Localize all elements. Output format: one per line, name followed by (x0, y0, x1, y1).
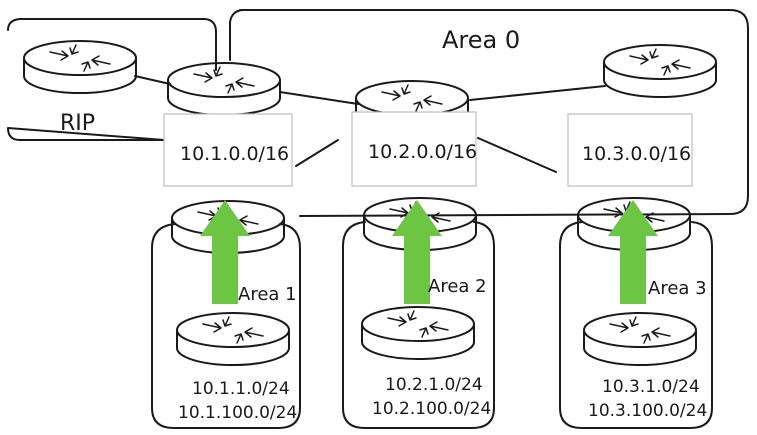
summarization-arrow-area3 (608, 200, 658, 304)
summary-2-text: 10.2.0.0/16 (368, 141, 477, 163)
area3-label: Area 3 (648, 278, 707, 299)
rip-label: RIP (60, 111, 95, 136)
summary-box-1 (163, 113, 293, 187)
area2-boundary (342, 221, 495, 429)
area0-boundary (229, 9, 749, 217)
link-summary2-to-summary3 (477, 137, 557, 173)
area3-boundary (559, 221, 713, 429)
area2-subnet-1: 10.2.1.0/24 (385, 375, 483, 395)
link-rip-router-to-abr1 (134, 75, 171, 85)
link-core-to-asbr (469, 85, 606, 101)
area2-subnet-2: 10.2.100.0/24 (372, 399, 491, 419)
rip-domain-boundary (7, 18, 217, 141)
area3-subnet-1: 10.3.1.0/24 (602, 377, 700, 397)
area0-label: Area 0 (442, 26, 520, 54)
summary-3-text: 10.3.0.0/16 (582, 143, 691, 165)
summarization-arrow-area1 (200, 200, 250, 304)
area3-internal-router-icon (583, 312, 697, 366)
summary-1-text: 10.1.0.0/16 (180, 143, 289, 165)
summary-box-2 (351, 111, 477, 187)
link-summary1-to-summary2 (295, 139, 339, 167)
summarization-arrow-area2 (392, 200, 442, 304)
abr1-router-icon (167, 62, 281, 116)
area1-subnet-2: 10.1.100.0/24 (178, 403, 297, 423)
area1-internal-router-icon (176, 312, 290, 366)
area2-internal-router-icon (361, 306, 475, 360)
link-abr1-to-core (279, 91, 359, 105)
area2-label: Area 2 (428, 276, 487, 297)
area3-subnet-2: 10.3.100.0/24 (588, 401, 707, 421)
area1-subnet-1: 10.1.1.0/24 (192, 379, 290, 399)
rip-router-icon (23, 40, 137, 94)
area0-router-icon (603, 44, 717, 98)
area1-boundary (151, 223, 301, 429)
area1-label: Area 1 (238, 284, 297, 305)
summary-box-3 (567, 113, 693, 187)
